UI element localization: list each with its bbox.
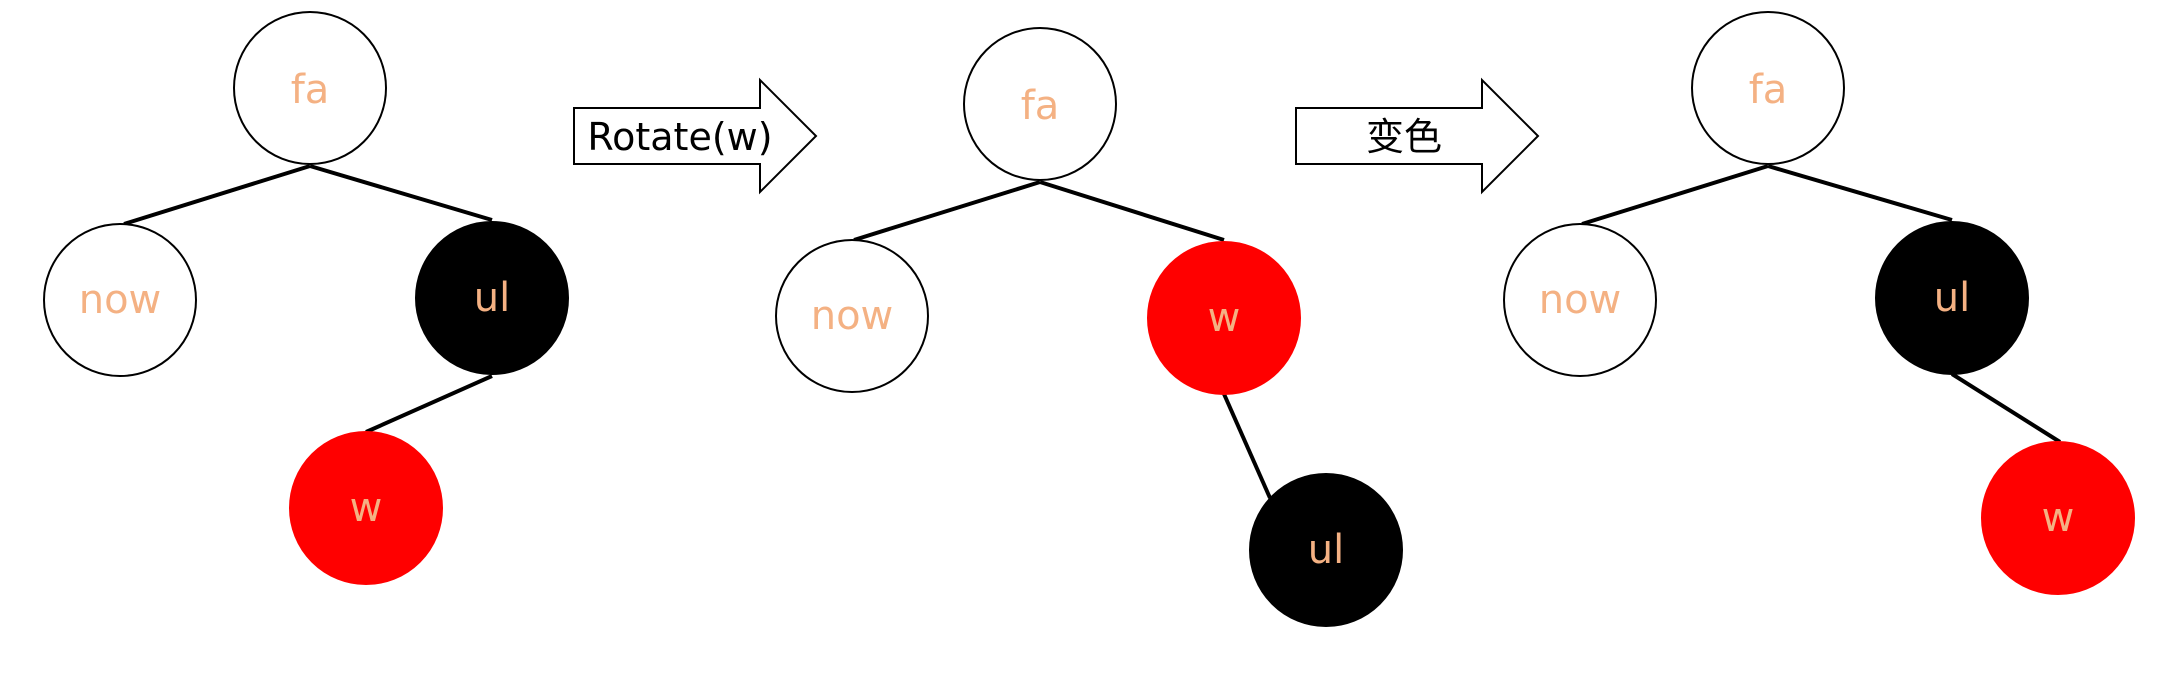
tree-1-node-ul-circle (415, 221, 569, 375)
tree-3-node-w-circle (1981, 441, 2135, 595)
tree-2-node-w-circle (1147, 241, 1301, 395)
tree-3-node-now-circle (1503, 223, 1657, 377)
tree-1-node-w: w (289, 431, 443, 585)
tree-2-node-ul: ul (1249, 473, 1403, 627)
arrow-rotate-label: Rotate(w) (587, 115, 772, 159)
tree-3-node-w: w (1981, 441, 2135, 595)
tree-3: fa now ul w (1503, 11, 2135, 595)
tree-3-node-now: now (1503, 223, 1657, 377)
tree-1-node-fa: fa (233, 11, 387, 165)
tree-1-node-ul-label: ul (474, 275, 510, 321)
tree-3-node-ul: ul (1875, 221, 2029, 375)
tree-2-node-w: w (1147, 241, 1301, 395)
tree-1-node-w-label: w (350, 485, 383, 531)
tree-3-node-fa: fa (1691, 11, 1845, 165)
tree-1-edge-fa-ul (309, 164, 493, 222)
tree-1: fa now ul w (43, 11, 569, 585)
tree-3-node-fa-circle (1691, 11, 1845, 165)
tree-2-node-ul-label: ul (1308, 527, 1344, 573)
tree-2-node-now-circle (775, 239, 929, 393)
tree-3-node-ul-circle (1875, 221, 2029, 375)
arrow-recolor-label: 变色 (1366, 115, 1442, 159)
tree-1-node-now-circle (43, 223, 197, 377)
tree-3-edge-ul-w (1950, 372, 2062, 444)
tree-2-node-fa: fa (963, 27, 1117, 181)
arrow-recolor: 变色 (1295, 77, 1540, 195)
tree-1-node-fa-circle (233, 11, 387, 165)
tree-2-edge-fa-now (853, 180, 1041, 242)
tree-2-node-now: now (775, 239, 929, 393)
tree-2-edge-w-ul (1222, 393, 1272, 499)
tree-3-node-fa-label: fa (1749, 67, 1788, 113)
tree-2-node-now-label: now (811, 293, 894, 339)
arrow-rotate: Rotate(w) (573, 77, 818, 195)
tree-3-node-w-label: w (2042, 495, 2075, 541)
tree-2-node-w-label: w (1208, 295, 1241, 341)
tree-3-node-ul-label: ul (1934, 275, 1970, 321)
tree-2-node-ul-circle (1249, 473, 1403, 627)
tree-1-node-w-circle (289, 431, 443, 585)
tree-1-node-ul: ul (415, 221, 569, 375)
tree-1-edge-fa-now (123, 164, 311, 226)
tree-1-node-now-label: now (79, 277, 162, 323)
arrow-rotate-shape (573, 77, 818, 195)
tree-2: fa now w ul (775, 27, 1403, 627)
tree-3-edge-fa-ul (1767, 164, 1953, 222)
tree-1-node-now: now (43, 223, 197, 377)
tree-3-node-now-label: now (1539, 277, 1622, 323)
tree-1-edge-ul-w (365, 374, 493, 434)
tree-2-node-fa-circle (963, 27, 1117, 181)
tree-2-node-fa-label: fa (1021, 83, 1060, 129)
arrow-recolor-shape (1295, 77, 1540, 195)
tree-2-edge-fa-w (1039, 180, 1225, 242)
tree-3-edge-fa-now (1581, 164, 1769, 226)
tree-1-node-fa-label: fa (291, 67, 330, 113)
